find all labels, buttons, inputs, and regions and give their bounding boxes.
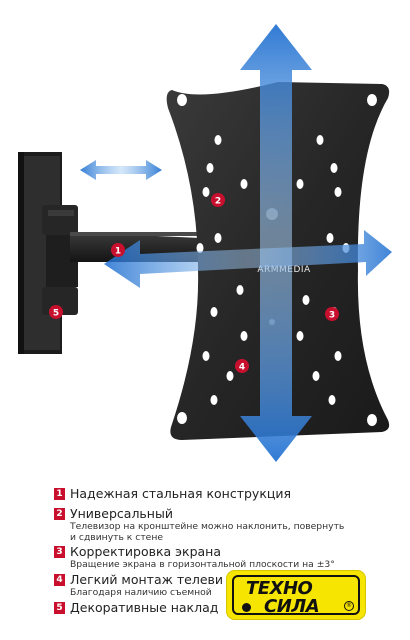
feature-description: Вращение экрана в горизонтальной плоскос… <box>70 559 335 570</box>
feature-number: 3 <box>54 546 65 558</box>
feature-item-2: 2 Универсальный Телевизор на кронштейне … <box>54 506 344 543</box>
svg-text:5: 5 <box>53 309 59 319</box>
callout-marker-1: 1 <box>111 243 125 257</box>
feature-description-cont: и сдвинуть к стене <box>70 532 163 543</box>
callout-marker-3: 3 <box>325 307 339 321</box>
store-logo-line1: ТЕХНО <box>246 578 313 599</box>
feature-description: Телевизор на кронштейне можно наклонить,… <box>70 521 345 532</box>
store-logo: ТЕХНО СИЛА ® <box>226 570 366 620</box>
feature-title: Декоративные наклад <box>70 600 219 615</box>
callout-markers: 1 2 3 4 5 <box>49 193 339 373</box>
arrow-vertical <box>240 24 312 462</box>
arrow-horizontal-large <box>104 230 392 288</box>
feature-item-4: 4 Легкий монтаж телеви Благодаря наличию… <box>54 572 223 598</box>
feature-title: Универсальный <box>70 506 173 521</box>
svg-text:1: 1 <box>115 247 121 257</box>
feature-item-3: 3 Корректировка экрана Вращение экрана в… <box>54 544 335 570</box>
callout-marker-5: 5 <box>49 305 63 319</box>
tv-bracket-illustration: ARMMEDIA 1 2 3 4 5 <box>18 24 392 462</box>
store-logo-line2: СИЛА <box>264 596 320 617</box>
feature-item-1: 1 Надежная стальная конструкция <box>54 486 291 501</box>
feature-number: 4 <box>54 574 65 586</box>
feature-number: 1 <box>54 488 65 500</box>
store-logo-frame: ТЕХНО СИЛА ® <box>232 575 360 617</box>
arrow-horizontal-small <box>80 160 162 180</box>
svg-text:2: 2 <box>215 197 221 207</box>
feature-item-5: 5 Декоративные наклад <box>54 600 218 615</box>
callout-marker-4: 4 <box>235 359 249 373</box>
svg-text:3: 3 <box>329 311 335 321</box>
registered-icon: ® <box>344 601 354 611</box>
store-logo-dot-icon <box>242 603 251 612</box>
feature-title: Корректировка экрана <box>70 544 222 559</box>
callout-marker-2: 2 <box>211 193 225 207</box>
feature-title: Надежная стальная конструкция <box>70 486 292 501</box>
feature-number: 5 <box>54 602 65 614</box>
feature-title: Легкий монтаж телеви <box>70 572 223 587</box>
svg-text:4: 4 <box>239 363 245 373</box>
feature-description: Благодаря наличию съемной <box>70 587 212 598</box>
feature-number: 2 <box>54 508 65 520</box>
